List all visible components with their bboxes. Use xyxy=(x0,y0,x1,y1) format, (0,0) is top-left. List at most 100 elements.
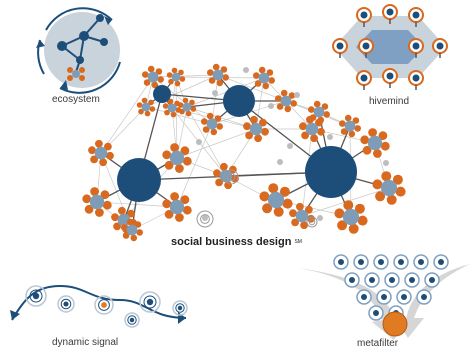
flower-node xyxy=(142,65,164,89)
flower-center xyxy=(126,224,138,236)
ring-node xyxy=(196,210,214,228)
flower-petal xyxy=(348,130,356,138)
signal-ring-inner xyxy=(98,299,110,311)
flower-petal xyxy=(175,213,184,222)
network-link xyxy=(152,74,219,78)
flower-petal xyxy=(381,171,392,182)
signal-ring xyxy=(172,300,188,316)
small-node xyxy=(294,92,300,98)
flower-petal xyxy=(157,76,164,83)
flower-petal xyxy=(258,66,266,74)
flower-petal xyxy=(164,160,174,170)
flower-petal xyxy=(141,97,148,104)
ecosystem-arrow-top xyxy=(45,7,113,31)
flower-petal xyxy=(118,206,126,215)
flower-petal xyxy=(291,218,299,227)
flower-petal xyxy=(252,72,260,79)
flower-center xyxy=(169,150,185,166)
flower-petal xyxy=(334,208,345,219)
flower-petal xyxy=(220,162,228,171)
hivemind-node-core xyxy=(436,42,444,50)
metafilter-node-core xyxy=(373,310,379,316)
flower-petal xyxy=(106,151,114,160)
flower-petal xyxy=(261,127,269,136)
network-link xyxy=(176,106,188,159)
flower-petal xyxy=(113,222,121,231)
metafilter-node-core xyxy=(421,294,427,300)
flower-petal xyxy=(220,66,228,73)
flower-petal xyxy=(95,139,103,148)
flower-petal xyxy=(268,77,276,84)
flower-petal xyxy=(360,135,370,145)
flower-petal xyxy=(210,128,218,136)
small-node xyxy=(212,90,218,96)
flower-petal xyxy=(121,224,128,231)
flower-petal xyxy=(354,203,365,214)
flower-petal xyxy=(310,134,318,143)
flower-petal xyxy=(90,187,99,196)
flower-petal xyxy=(296,202,304,211)
metafilter-node-core xyxy=(361,294,367,300)
flower-petal xyxy=(288,92,296,99)
metafilter-core xyxy=(383,312,407,336)
signal-ring-inner xyxy=(143,295,157,309)
flower-petal xyxy=(206,112,214,120)
flower-petal xyxy=(213,169,221,178)
flower-petal xyxy=(162,103,169,109)
flower-petal xyxy=(99,158,107,167)
flower-petal xyxy=(344,114,352,122)
network-link xyxy=(186,106,227,177)
flower-petal xyxy=(323,111,331,118)
signal-dot xyxy=(63,301,69,307)
signal-dot xyxy=(177,305,183,311)
flower-petal xyxy=(174,80,181,87)
flower-petal xyxy=(88,146,96,155)
flower-petal xyxy=(284,105,292,113)
signal-ring xyxy=(57,295,75,313)
ring-node xyxy=(223,169,239,185)
flower-center xyxy=(249,122,263,136)
flower-node xyxy=(88,139,114,167)
flower-center xyxy=(94,146,108,160)
flower-petal xyxy=(362,145,372,155)
flower-petal xyxy=(185,110,192,117)
flower-petal xyxy=(354,125,362,132)
flower-petal xyxy=(82,194,92,204)
small-node xyxy=(243,67,249,73)
flower-petal xyxy=(215,178,224,187)
flower-petal xyxy=(276,103,284,110)
flower-petal xyxy=(134,221,142,228)
hivemind-node-core xyxy=(412,42,420,50)
flower-petal xyxy=(216,123,223,130)
ring-node-inner xyxy=(200,214,210,224)
ecosystem-icon xyxy=(36,7,121,94)
flower-center xyxy=(367,135,383,151)
metafilter-node-core xyxy=(349,277,355,283)
flower-node xyxy=(372,171,406,205)
flower-petal xyxy=(202,126,210,133)
flower-petal xyxy=(177,102,184,108)
metafilter-label: metafilter xyxy=(357,338,399,349)
signal-wave xyxy=(11,284,187,321)
flower-petal xyxy=(348,223,359,234)
flower-petal xyxy=(175,164,184,173)
flower-petal xyxy=(170,111,177,118)
flower-node xyxy=(162,192,192,222)
flower-petal xyxy=(130,234,138,242)
flower-petal xyxy=(289,209,297,218)
flower-petal xyxy=(254,134,262,143)
flower-petal xyxy=(178,69,184,76)
flower-center xyxy=(219,169,233,183)
flower-petal xyxy=(373,149,382,158)
metafilter-node-core xyxy=(398,259,404,265)
flower-petal xyxy=(170,192,180,201)
hivemind-node-core xyxy=(386,8,394,16)
flower-center xyxy=(344,120,356,132)
flower-center xyxy=(380,179,398,197)
flower-petal xyxy=(126,209,135,218)
flower-petal xyxy=(100,190,110,200)
flower-center xyxy=(258,72,270,84)
hivemind-node-core xyxy=(360,74,368,82)
